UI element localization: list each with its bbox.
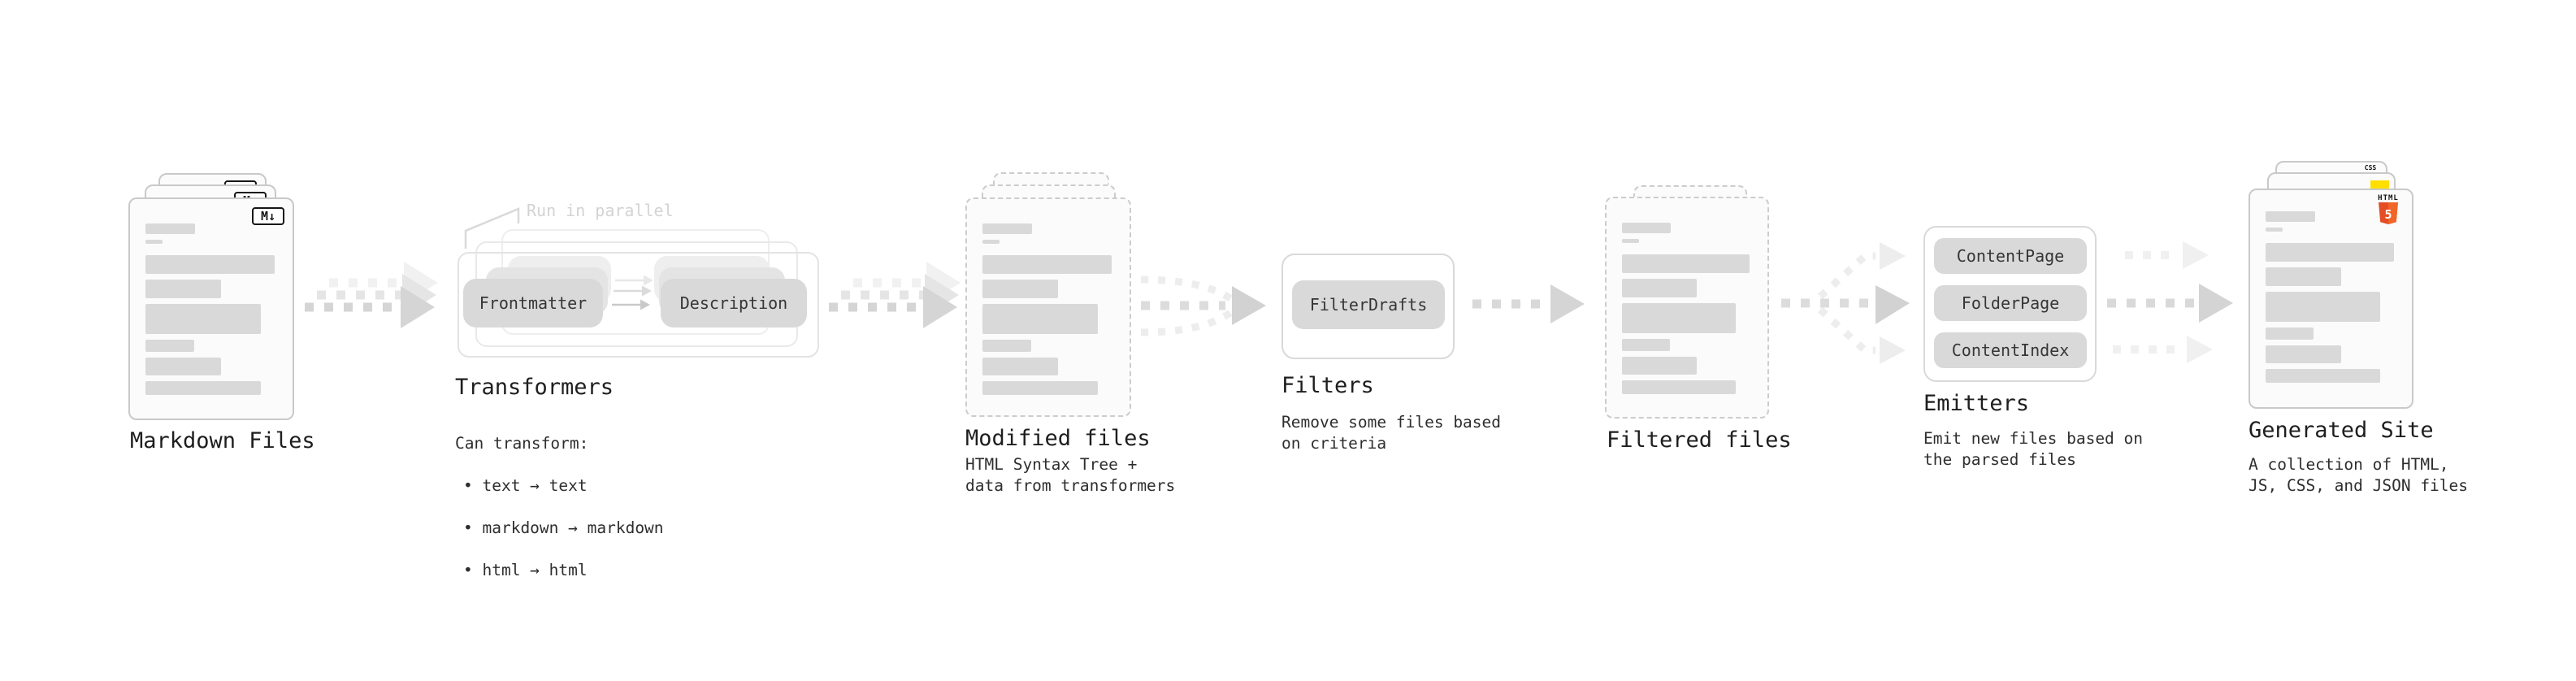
can-transform-heading: Can transform:: [455, 434, 589, 453]
html5-icon-number: 5: [2384, 207, 2392, 222]
doc-line: [145, 381, 261, 395]
emitter-folderpage-chip: FolderPage: [1934, 285, 2087, 321]
section-subtitle: A collection of HTML, JS, CSS, and JSON …: [2249, 455, 2469, 495]
doc-line: [982, 223, 1033, 234]
transformer-container-front: [458, 252, 819, 358]
bullet-markdown-to-markdown: • markdown → markdown: [463, 518, 664, 537]
arrow-transformers-to-modified: [829, 262, 961, 328]
doc-line: [1622, 223, 1672, 233]
doc-line: [145, 340, 194, 352]
html5-icon: HTML 5: [2374, 194, 2403, 228]
doc-line: [1622, 303, 1736, 333]
doc-line: [145, 240, 163, 244]
section-title: Markdown Files: [130, 428, 315, 453]
filtered-doc: [1605, 197, 1769, 419]
bullet-text-to-text: • text → text: [463, 476, 588, 495]
doc-line: [1622, 254, 1750, 273]
filterdrafts-chip: FilterDrafts: [1292, 280, 1445, 329]
section-title: Generated Site: [2249, 418, 2434, 443]
emitter-contentindex-chip: ContentIndex: [1934, 332, 2087, 368]
html5-icon-label: HTML: [2378, 194, 2399, 202]
doc-line: [145, 255, 275, 274]
doc-line: [982, 255, 1112, 274]
section-title: Modified files: [965, 426, 1151, 451]
doc-line: [982, 280, 1059, 298]
arrow-markdown-to-transformers: [305, 262, 438, 328]
doc-line: [145, 280, 222, 298]
doc-line: [145, 223, 196, 234]
modified-doc: [965, 197, 1131, 417]
doc-line: [1622, 279, 1698, 297]
doc-content-placeholder: [1622, 223, 1751, 394]
arrow-filtered-to-emitters: [1781, 242, 1910, 364]
doc-line: [2266, 211, 2315, 222]
section-title: Transformers: [455, 375, 614, 400]
section-title: Filtered files: [1607, 427, 1792, 453]
doc-content-placeholder: [982, 223, 1113, 395]
emitter-contentpage-chip: ContentPage: [1934, 238, 2087, 274]
arrow-modified-to-filters: [1140, 275, 1266, 336]
arrow-filters-to-filtered: [1472, 284, 1585, 323]
frontmatter-chip: Frontmatter: [463, 279, 603, 327]
doc-line: [982, 304, 1098, 334]
doc-line: [982, 240, 1000, 244]
doc-line: [145, 358, 222, 375]
css-icon-label: CSS: [2364, 164, 2377, 171]
section-subtitle: HTML Syntax Tree + data from transformer…: [965, 455, 1176, 495]
section-subtitle: Emit new files based on the parsed files: [1923, 429, 2144, 469]
doc-line: [2266, 327, 2314, 340]
doc-line: [2266, 228, 2283, 232]
doc-line: [2266, 267, 2341, 286]
doc-line: [1622, 380, 1736, 394]
section-subtitle: Can transform: • text → text • markdown …: [455, 412, 664, 602]
section-subtitle: Remove some files based on criteria: [1281, 413, 1502, 453]
run-in-parallel-note: Run in parallel: [527, 201, 674, 220]
doc-line: [982, 340, 1031, 352]
doc-line: [1622, 339, 1670, 351]
markdown-doc: M↓: [128, 197, 294, 420]
doc-line: [145, 304, 261, 334]
js-icon: [2370, 180, 2389, 189]
arrow-emitters-to-generated: [2107, 241, 2233, 363]
doc-line: [2266, 369, 2380, 383]
doc-content-placeholder: [2266, 211, 2396, 383]
doc-line: [982, 358, 1059, 375]
doc-line: [2266, 345, 2341, 363]
section-title: Filters: [1281, 373, 1374, 398]
generated-doc: HTML 5: [2249, 189, 2413, 409]
doc-line: [982, 381, 1098, 395]
doc-line: [1622, 357, 1698, 375]
doc-line: [1622, 239, 1639, 243]
html5-shield: 5: [2379, 202, 2398, 224]
markdown-icon: M↓: [252, 207, 284, 225]
description-chip: Description: [661, 279, 807, 327]
doc-line: [2266, 243, 2395, 262]
section-title: Emitters: [1923, 391, 2030, 416]
bullet-html-to-html: • html → html: [463, 561, 588, 579]
doc-line: [2266, 292, 2380, 322]
doc-content-placeholder: [145, 223, 276, 395]
